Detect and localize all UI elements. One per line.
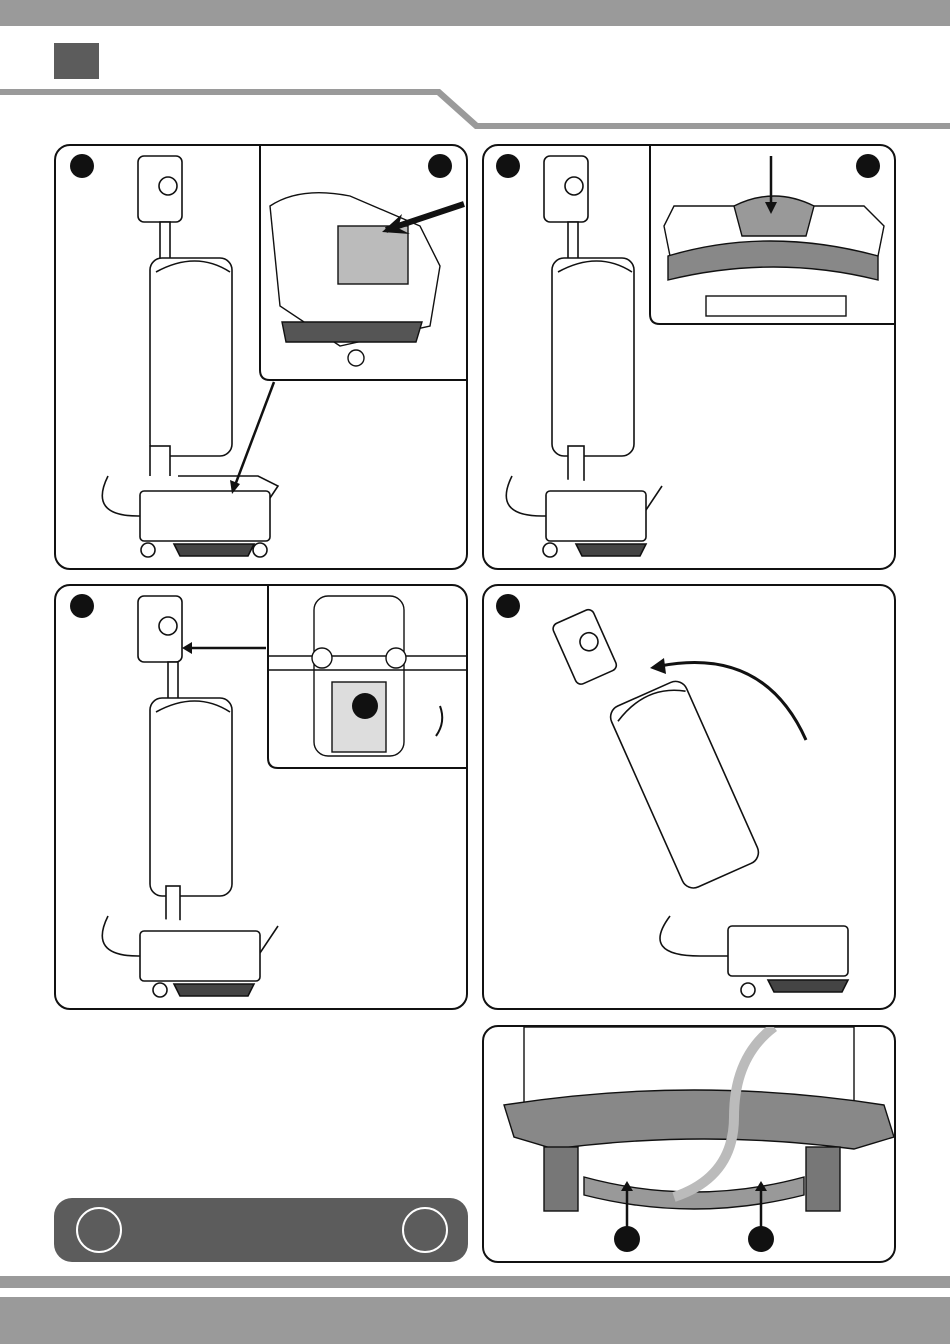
note-left-icon	[76, 1207, 122, 1253]
note-box	[54, 1198, 468, 1262]
step-panel-2	[482, 144, 896, 570]
step-panel-5	[482, 1025, 896, 1263]
step-marker-icon	[70, 154, 94, 178]
step-marker-icon	[428, 154, 452, 178]
step-marker-icon	[70, 594, 94, 618]
arrow-icon	[234, 382, 274, 488]
step-marker-icon	[496, 154, 520, 178]
step-marker-icon	[748, 1226, 774, 1252]
header-divider	[0, 85, 950, 130]
rotate-arrow-icon	[436, 706, 442, 736]
header-bar	[0, 0, 950, 26]
footer-bar	[0, 1297, 950, 1344]
section-marker	[54, 43, 99, 79]
step-panel-4	[482, 584, 896, 1010]
step-marker-icon	[856, 154, 880, 178]
step-panel-1	[54, 144, 468, 570]
note-right-icon	[402, 1207, 448, 1253]
step-marker-icon	[496, 594, 520, 618]
step-marker-icon	[352, 693, 378, 719]
footer-strip	[0, 1276, 950, 1288]
step-panel-3	[54, 584, 468, 1010]
step-marker-icon	[614, 1226, 640, 1252]
